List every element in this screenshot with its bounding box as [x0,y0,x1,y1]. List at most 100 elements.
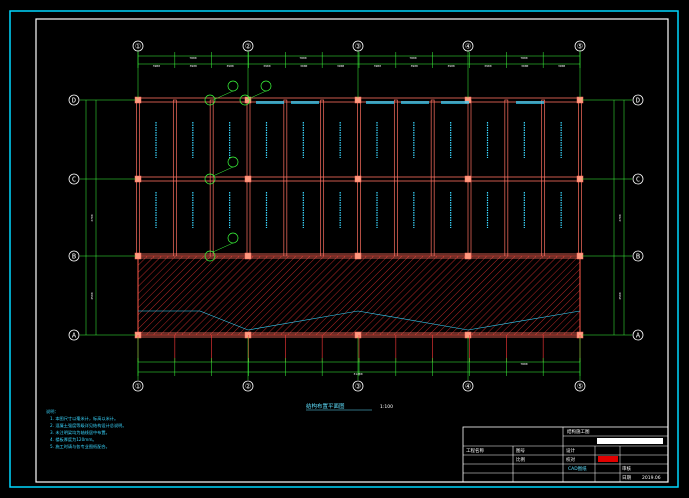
note-line: 3. 未注明梁均为轴线居中布置。 [50,429,110,436]
axis-label-row: B [72,253,76,261]
axis-bubble-row [68,250,80,262]
column-block [354,175,362,183]
axis-bubble-row [68,173,80,185]
axis-label-column: ③ [355,43,361,51]
dim-text-top-segment: 3900 [447,64,454,68]
axis-bubble-row [632,329,644,341]
dim-text-top-total: 7800 [189,56,196,60]
axis-label-row: A [636,332,641,340]
axis-label-column: ⑤ [577,43,583,51]
axis-bubble-row [68,94,80,106]
drawing-title: 结构布置平面图 [306,402,345,410]
drawing-scale: 1:100 [380,404,393,410]
dim-text-top-segment: 3900 [374,64,381,68]
axis-bubble-column [352,380,364,392]
structural-plan [134,80,584,362]
axis-label-column: ④ [465,43,471,51]
beam-label-mark [401,101,429,104]
axis-bubble-column [462,40,474,52]
title-block-cell-5: 审核 [622,465,631,472]
dim-text-bottom-right: 7800 [520,362,527,366]
column-block [464,252,472,260]
axis-label-row: B [636,253,640,261]
callout-leader [212,166,234,177]
beam-vertical [504,99,509,257]
callout-bubble [227,232,239,244]
axis-label-column: ② [245,383,251,391]
dim-text-top-segment: 3900 [337,64,344,68]
column-block [464,175,472,183]
dim-text-top-segment: 3900 [263,64,270,68]
title-block-date: 2019.06 [642,475,661,481]
note-line: 2. 混凝土强度等级详见结构设计总说明。 [50,422,127,429]
callout-leader [212,242,234,253]
dim-text-top-segment: 3900 [484,64,491,68]
axis-bubble-column [242,380,254,392]
dim-text-right: 4500 [618,292,622,299]
dim-text-top-total: 7800 [299,56,306,60]
beam-label-mark [366,101,394,104]
axis-label-column: ② [245,43,251,51]
note-line: 5. 施工时请与各专业图纸配合。 [50,443,110,450]
beam-vertical [393,99,398,257]
column-block [354,252,362,260]
notes-heading: 说明： [46,408,59,415]
title-block-cell-4: 校对 [566,456,575,463]
axis-bubble-column [462,380,474,392]
dim-text-top-total: 7800 [409,56,416,60]
callout-bubble [260,80,272,92]
beam-vertical [209,99,214,257]
beam-label-mark [441,101,469,104]
dim-text-top-total: 7800 [520,56,527,60]
beam-label-mark [291,101,319,104]
note-line: 1. 本图尺寸以毫米计，标高以米计。 [50,415,118,422]
hatched-slab-area [137,255,581,336]
column-block [244,252,252,260]
axis-bubble-column [574,380,586,392]
dim-text-top-segment: 3900 [521,64,528,68]
beam-vertical [541,99,546,257]
callout-bubble [227,156,239,168]
axis-bubble-row [632,94,644,106]
dim-text-right: 2700 [618,214,622,221]
title-block-cell-6: 日期 [622,475,631,481]
axis-label-column: ⑤ [577,383,583,391]
dim-text-top-segment: 3900 [300,64,307,68]
column-block [244,175,252,183]
top-dimension-text: 3900 3900 3900 3900 3900 3900 3900 3900 3900 3900… [90,56,622,376]
axis-bubble-column [132,380,144,392]
callout-bubble [227,80,239,92]
axis-label-row: D [636,97,640,105]
title-block-caption: CAD图纸 [568,465,587,472]
axis-label-row: A [72,332,77,340]
axis-label-column: ① [135,383,141,391]
dim-text-left: 4500 [90,292,94,299]
title-block-red-mark [598,456,618,462]
axis-label-row: C [72,176,76,184]
dim-text-top-segment: 3900 [411,64,418,68]
axis-label-row: D [72,97,76,105]
section-callout [239,94,251,106]
beam-label-mark [516,101,544,104]
axis-label-column: ③ [355,383,361,391]
callout-leader [212,90,234,101]
dimension-lines [80,50,632,380]
axis-label-column: ① [135,43,141,51]
axis-label-row: C [636,176,640,184]
axis-label-column: ④ [465,383,471,391]
dim-text-top-segment: 3900 [190,64,197,68]
beam-vertical [430,99,435,257]
dim-text-top-segment: 3900 [153,64,160,68]
axis-bubble-row [632,250,644,262]
axis-bubble-column [242,40,254,52]
beam-vertical [320,99,325,257]
slope-line [138,310,581,331]
dim-text-left: 2700 [90,214,94,221]
section-callout [204,250,216,262]
dim-text-top-segment: 3900 [558,64,565,68]
axis-bubble-column [352,40,364,52]
title-block-cell-0: 工程名称 [466,447,484,454]
beam-label-mark [256,101,284,104]
axis-bubble-row [68,329,80,341]
title-block-cell-3: 设计 [566,447,575,454]
